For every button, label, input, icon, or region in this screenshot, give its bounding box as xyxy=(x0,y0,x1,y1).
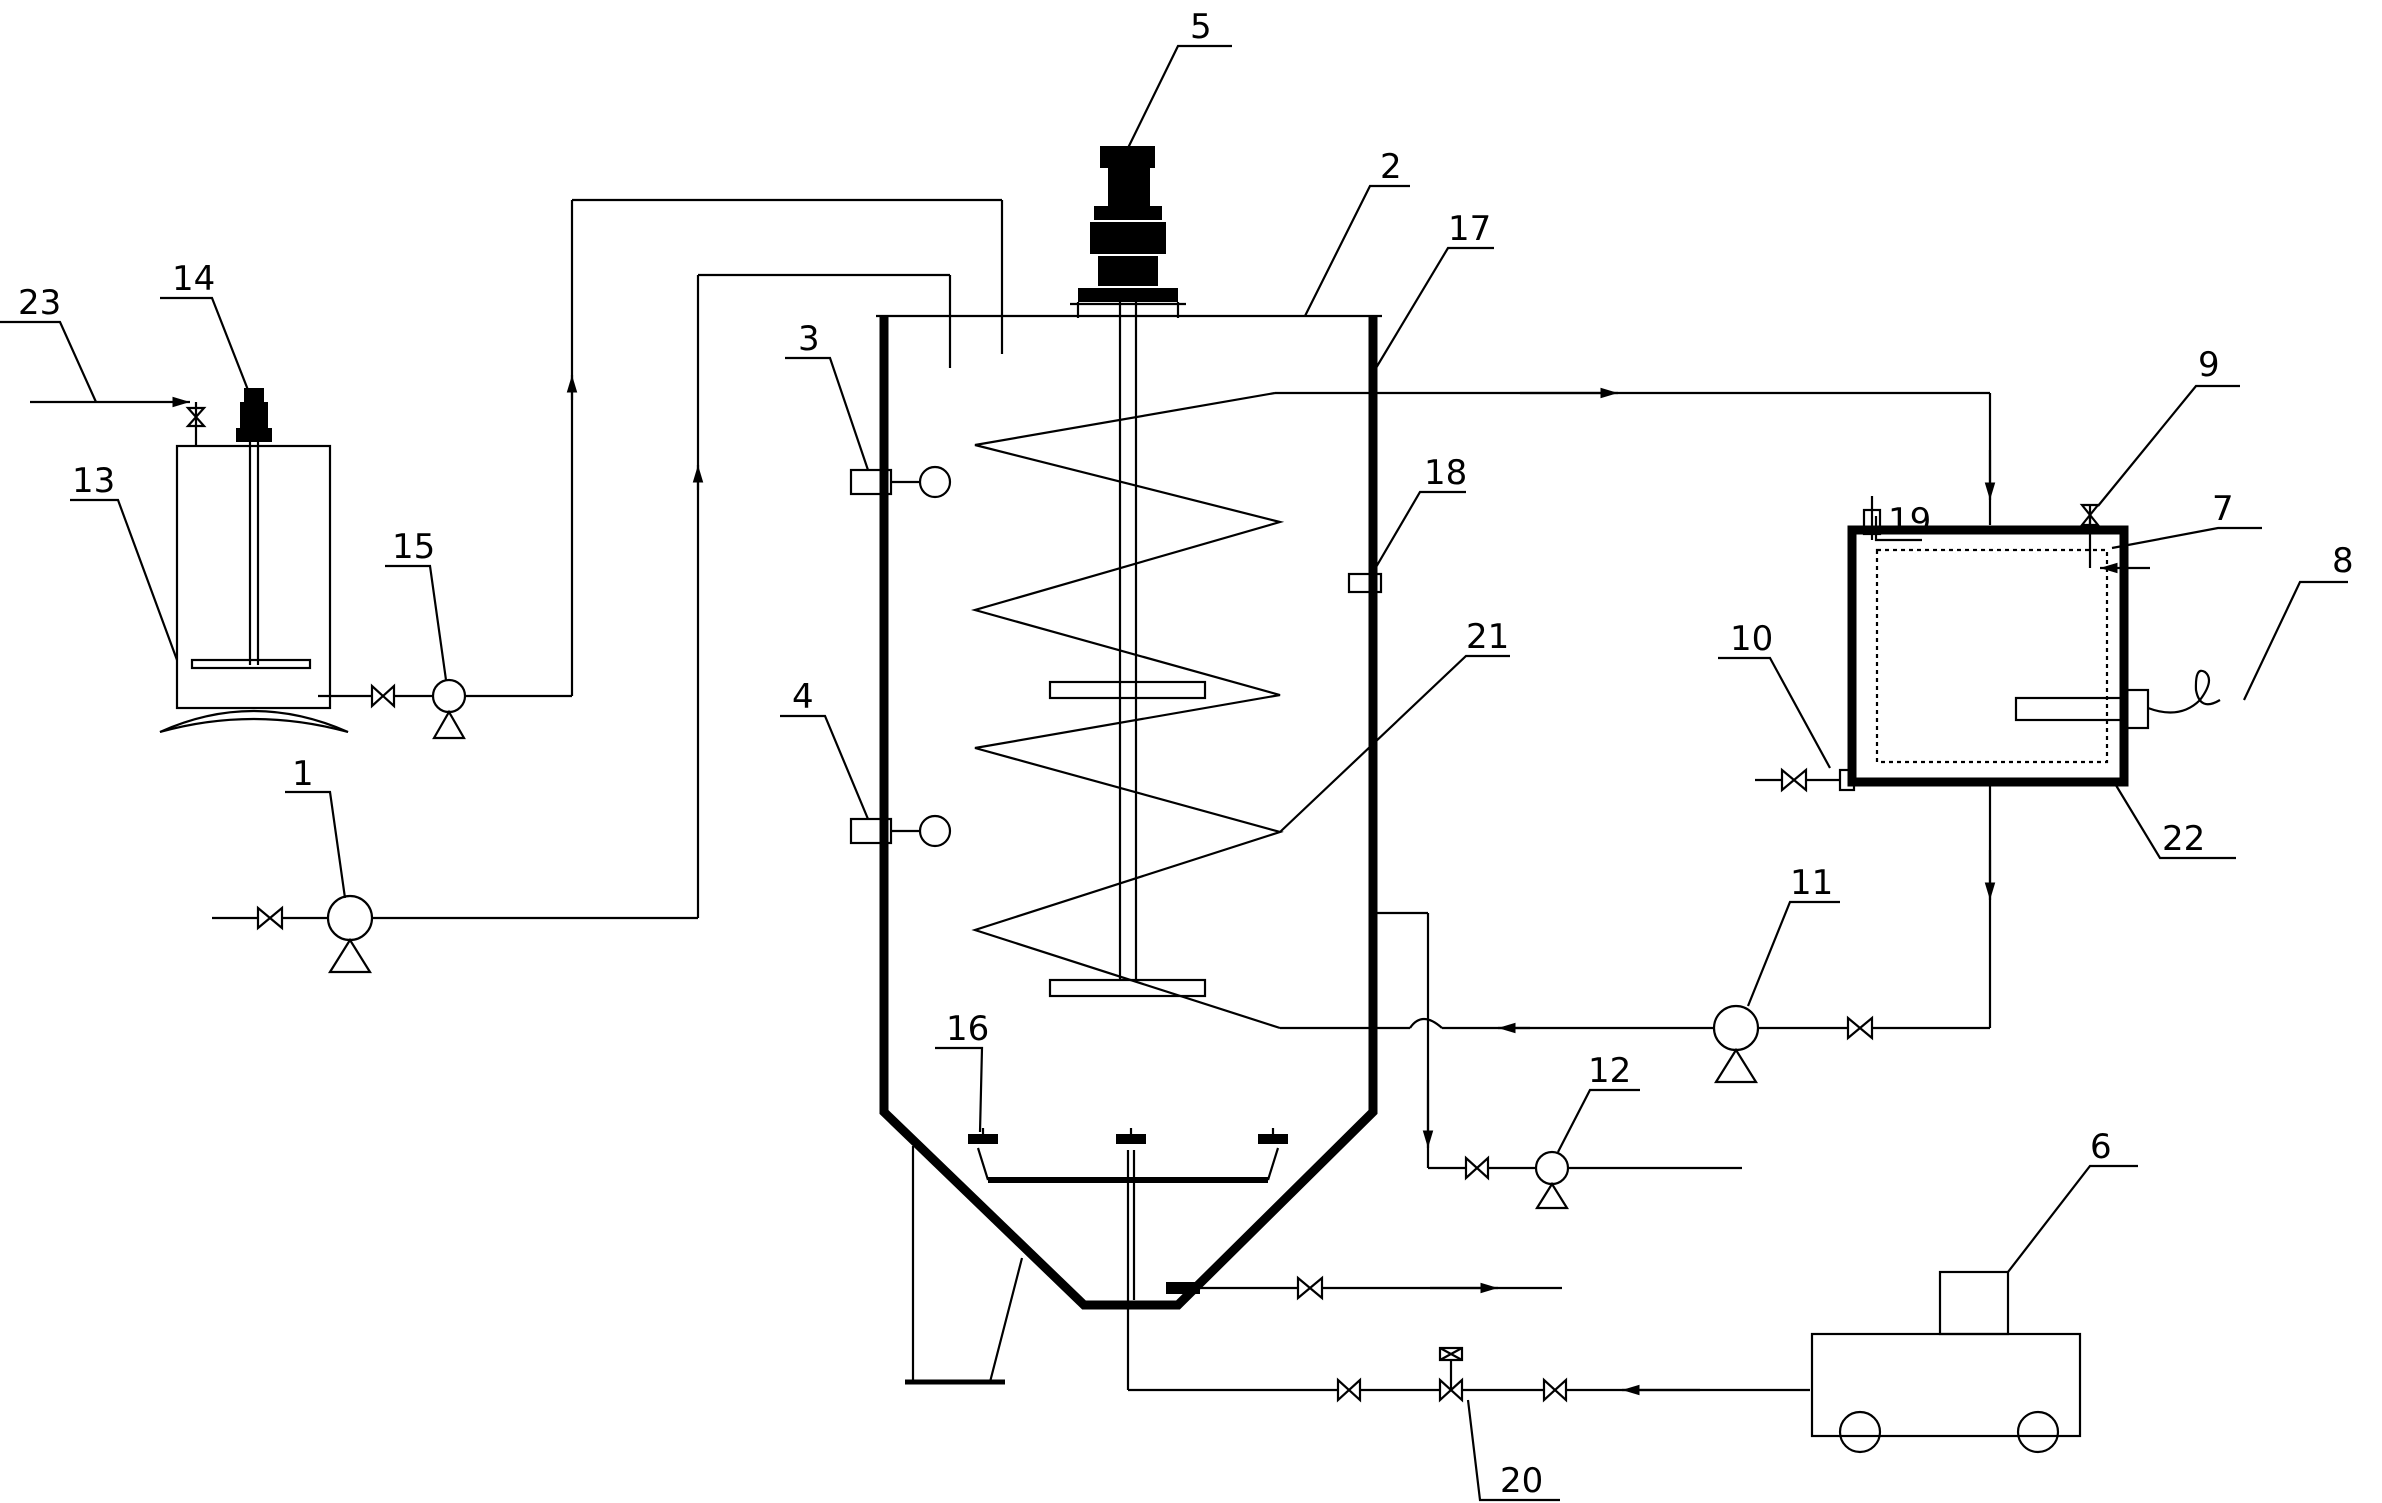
inlet-valve-9 xyxy=(2079,503,2150,574)
callout-11: 11 xyxy=(1746,863,1840,1007)
callout-2: 2 xyxy=(1304,147,1410,317)
sensor-upper xyxy=(849,465,952,499)
callout-8: 8 xyxy=(2243,541,2354,701)
pump-1-line xyxy=(212,273,952,974)
callout-5: 5 xyxy=(1127,7,1232,149)
label-23: 23 xyxy=(18,283,61,323)
label-15: 15 xyxy=(392,527,435,567)
callout-4: 4 xyxy=(780,677,870,820)
label-2: 2 xyxy=(1380,147,1402,187)
label-18: 18 xyxy=(1424,453,1467,493)
label-1: 1 xyxy=(292,754,314,794)
callout-10: 10 xyxy=(1718,619,1831,769)
callout-6: 6 xyxy=(2007,1127,2138,1273)
callout-17: 17 xyxy=(1375,209,1494,369)
label-19: 19 xyxy=(1888,501,1931,541)
callout-9: 9 xyxy=(2097,345,2240,507)
label-9: 9 xyxy=(2198,345,2220,385)
callout-15: 15 xyxy=(385,527,448,681)
label-12: 12 xyxy=(1588,1051,1631,1091)
callout-18: 18 xyxy=(1371,453,1467,575)
sensor-lower xyxy=(849,814,952,848)
callout-7: 7 xyxy=(2111,489,2262,550)
callout-21: 21 xyxy=(1279,617,1510,833)
feed-line xyxy=(30,396,207,446)
label-22: 22 xyxy=(2162,819,2205,859)
callout-14: 14 xyxy=(160,259,250,391)
label-7: 7 xyxy=(2212,489,2234,529)
dosing-tank xyxy=(159,440,349,734)
label-20: 20 xyxy=(1500,1461,1543,1501)
label-8: 8 xyxy=(2332,541,2354,581)
callout-12: 12 xyxy=(1557,1051,1640,1153)
callout-3: 3 xyxy=(785,319,870,471)
callout-19: 19 xyxy=(1874,501,1931,542)
reactor-vessel xyxy=(876,314,1382,1385)
bottom-discharge-line xyxy=(1166,1275,1562,1301)
coil-outlet-line xyxy=(1275,387,1996,525)
pump-15-line xyxy=(318,198,1004,740)
callout-1: 1 xyxy=(285,754,347,899)
return-line xyxy=(1280,782,1996,1084)
air-compressor xyxy=(1810,1270,2082,1454)
callout-16: 16 xyxy=(935,1009,989,1133)
label-4: 4 xyxy=(792,677,814,717)
agitator-shaft xyxy=(1048,302,1207,998)
callout-13: 13 xyxy=(70,461,179,661)
pump-12-line xyxy=(1373,911,1742,1210)
label-10: 10 xyxy=(1730,619,1773,659)
air-supply-line xyxy=(1126,1300,1810,1403)
heating-coil xyxy=(970,391,1285,1030)
label-17: 17 xyxy=(1448,209,1491,249)
label-6: 6 xyxy=(2090,1127,2112,1167)
label-16: 16 xyxy=(946,1009,989,1049)
callout-22: 22 xyxy=(2113,781,2236,860)
label-3: 3 xyxy=(798,319,820,359)
callout-20: 20 xyxy=(1466,1399,1560,1502)
agitator-motor xyxy=(1070,146,1186,318)
side-port xyxy=(1347,572,1383,594)
label-5: 5 xyxy=(1190,7,1212,47)
label-13: 13 xyxy=(72,461,115,501)
label-11: 11 xyxy=(1790,863,1833,903)
heat-storage-tank xyxy=(1847,525,2221,787)
callout-23: 23 xyxy=(0,283,98,403)
drain-valve-10 xyxy=(1755,767,1856,793)
sensor-19 xyxy=(1862,496,1882,540)
label-21: 21 xyxy=(1466,617,1509,657)
mixer-motor xyxy=(236,388,272,442)
label-14: 14 xyxy=(172,259,215,299)
aerator-assembly xyxy=(968,1128,1288,1300)
